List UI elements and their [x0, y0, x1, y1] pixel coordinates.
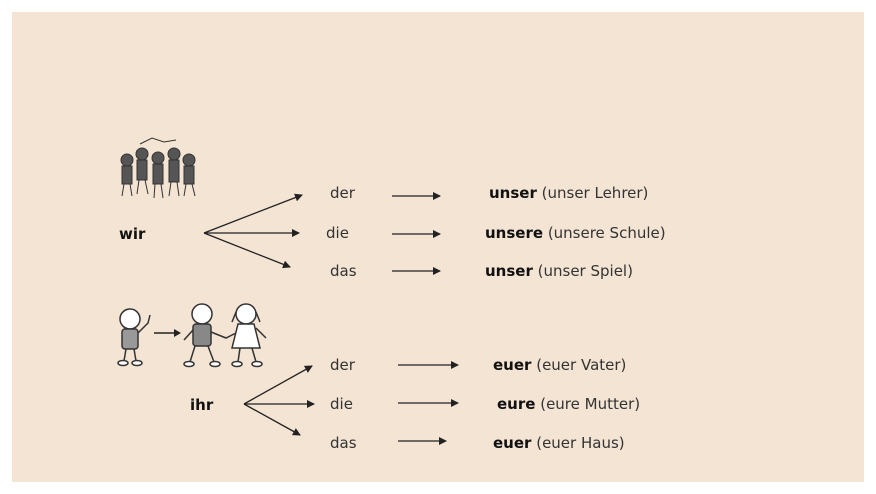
possessive-form: eure (eure Mutter)	[497, 395, 641, 413]
fan-arrow	[243, 403, 301, 436]
pronoun-wir: wir	[119, 225, 146, 243]
small-arrow-icon	[154, 329, 181, 337]
possessive-form: unser (unser Spiel)	[485, 262, 633, 280]
group-of-children-icon	[120, 137, 196, 199]
two-children-holding-hands-icon	[183, 303, 267, 368]
fan-arrow	[243, 365, 313, 405]
fan-arrow	[203, 232, 291, 269]
article-label: die	[326, 224, 349, 242]
example-phrase: (eure Mutter)	[540, 395, 641, 413]
possessive-form: euer (euer Haus)	[493, 434, 625, 452]
possessive-form: unser (unser Lehrer)	[489, 184, 649, 202]
article-label: der	[330, 356, 355, 374]
example-phrase: (euer Haus)	[536, 434, 625, 452]
example-phrase: (unsere Schule)	[547, 224, 666, 242]
grammar-slide: wir der unser (unser Lehrer) die unsere …	[12, 12, 864, 482]
example-phrase: (unser Spiel)	[537, 262, 633, 280]
article-label: die	[330, 395, 353, 413]
pronoun-ihr: ihr	[190, 396, 214, 414]
fan-arrow	[203, 193, 303, 234]
article-label: das	[330, 262, 357, 280]
possessive-form: unsere (unsere Schule)	[485, 224, 666, 242]
arrow-layer	[203, 192, 459, 445]
article-label: das	[330, 434, 357, 452]
possessive-form: euer (euer Vater)	[493, 356, 627, 374]
child-waving-icon	[117, 308, 151, 367]
example-phrase: (unser Lehrer)	[541, 184, 649, 202]
example-phrase: (euer Vater)	[536, 356, 627, 374]
article-label: der	[330, 184, 355, 202]
